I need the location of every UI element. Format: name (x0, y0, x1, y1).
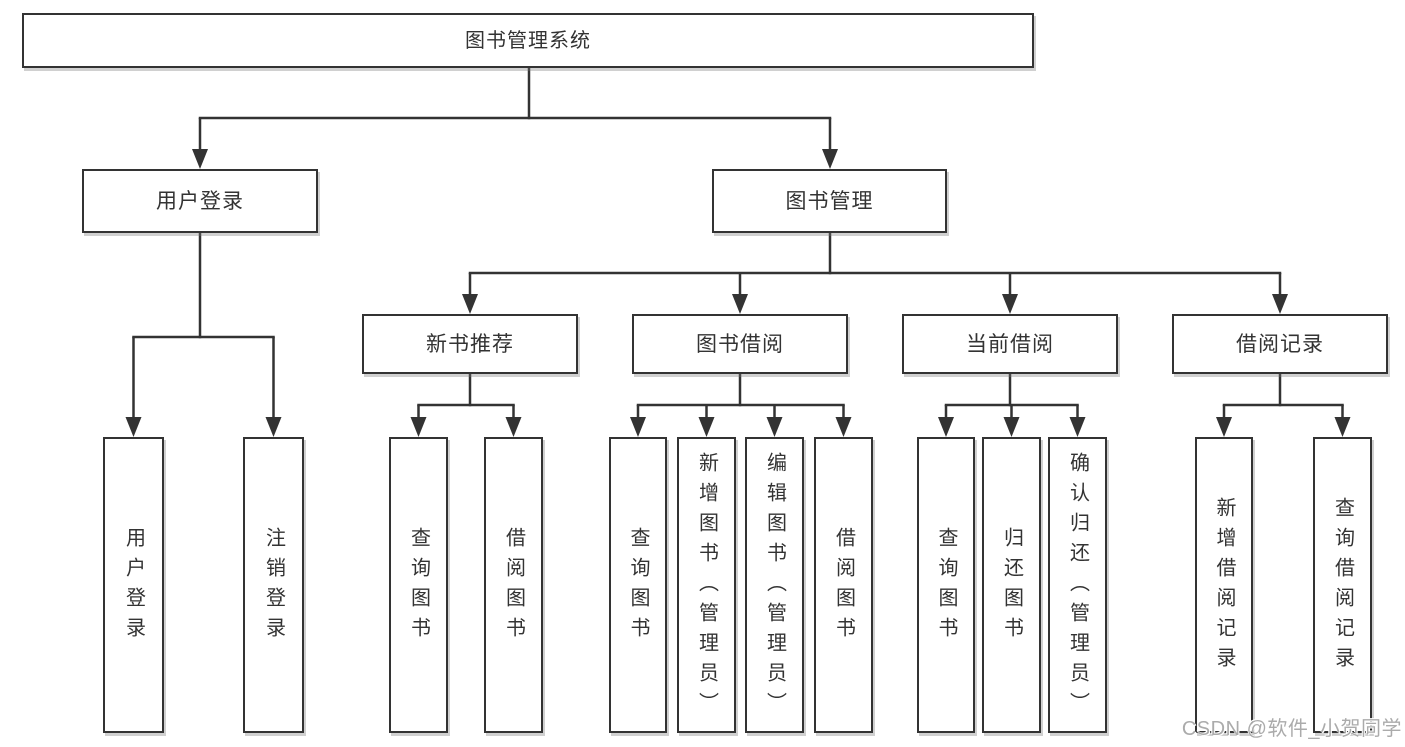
leaf-confirm-return-admin: 确认归还（管理员） (1048, 437, 1107, 733)
leaf-current-query-books: 查询图书 (917, 437, 975, 733)
leaf-recommend-query-books: 查询图书 (389, 437, 448, 733)
leaf-borrowing-borrow-books: 借阅图书 (814, 437, 873, 733)
leaf-return-books: 归还图书 (982, 437, 1041, 733)
leaf-user-login: 用户登录 (103, 437, 164, 733)
csdn-watermark: CSDN @软件_小贺同学 (1181, 718, 1402, 740)
node-current-borrowing: 当前借阅 (902, 314, 1118, 374)
leaf-logout: 注销登录 (243, 437, 304, 733)
leaf-recommend-borrow-books: 借阅图书 (484, 437, 543, 733)
leaf-add-books-admin: 新增图书（管理员） (677, 437, 736, 733)
leaf-add-borrow-record: 新增借阅记录 (1195, 437, 1253, 733)
node-new-book-recommendation: 新书推荐 (362, 314, 578, 374)
leaf-borrowing-query-books: 查询图书 (609, 437, 667, 733)
leaf-query-borrow-record: 查询借阅记录 (1313, 437, 1372, 733)
node-user-login: 用户登录 (82, 169, 318, 233)
node-book-borrowing: 图书借阅 (632, 314, 848, 374)
node-borrowing-records: 借阅记录 (1172, 314, 1388, 374)
node-library-management-system: 图书管理系统 (22, 13, 1034, 68)
leaf-edit-books-admin: 编辑图书（管理员） (745, 437, 804, 733)
node-book-management: 图书管理 (712, 169, 947, 233)
